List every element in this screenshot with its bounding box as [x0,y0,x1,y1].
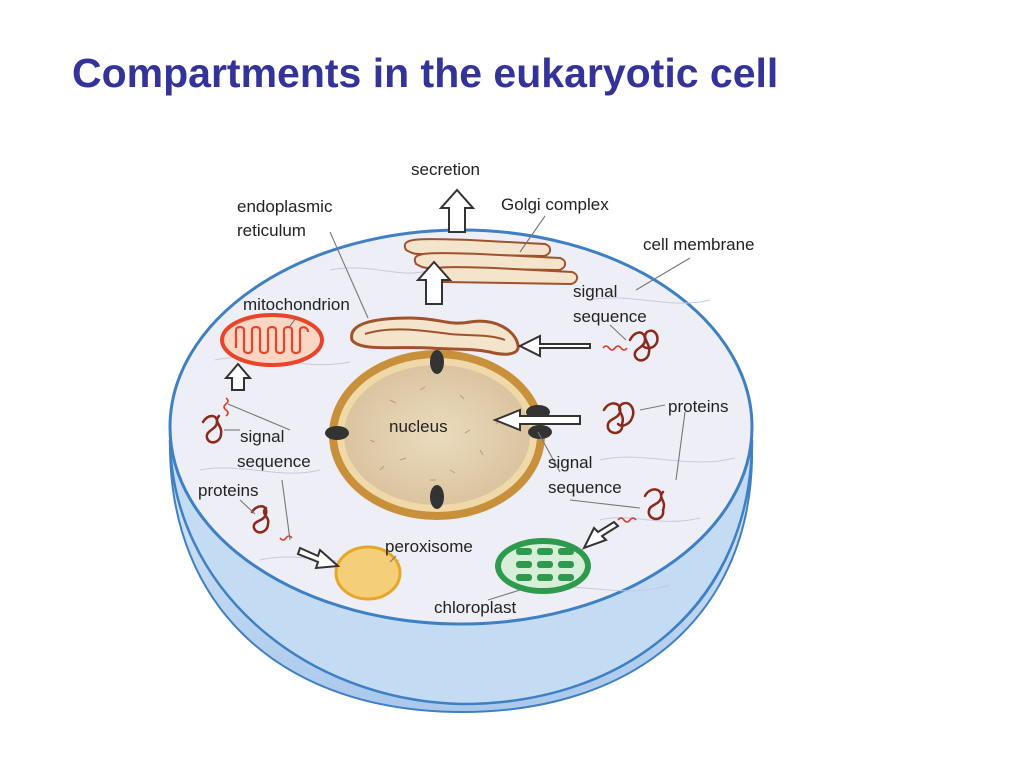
secretion-arrow [438,188,476,233]
protein-chains [201,329,666,534]
mito-import-arrow [223,362,253,391]
label-sequence-left: sequence [237,452,311,471]
golgi-arrow [415,260,453,305]
label-golgi-complex: Golgi complex [501,195,609,214]
label-signal-mid: signal [548,453,592,472]
label-sequence-right: sequence [573,307,647,326]
chloroplast-import-arrow [581,520,620,550]
signal-sequences [223,345,637,541]
label-cell-membrane: cell membrane [643,235,755,254]
label-nucleus: nucleus [389,417,448,436]
chloroplast [495,538,591,594]
protein-coil [628,329,659,362]
label-proteins-right: proteins [668,397,728,416]
nucleus [325,350,552,520]
label-chloroplast: chloroplast [434,598,516,617]
label-sequence-mid: sequence [548,478,622,497]
label-signal-left: signal [240,427,284,446]
protein-coil [250,505,270,534]
label-endoplasmic: endoplasmic [237,197,333,216]
endoplasmic-reticulum [350,316,520,356]
signal-sequence-tail [279,535,293,541]
leader-lines [224,215,691,601]
slide-title: Compartments in the eukaryotic cell [72,50,779,96]
label-peroxisome: peroxisome [385,537,473,556]
protein-coil [602,401,635,435]
label-mitochondrion: mitochondrion [243,295,350,314]
label-proteins-left: proteins [198,481,258,500]
mitochondrion [220,313,324,367]
peroxisome-import-arrow [296,546,341,570]
nucleus-import-arrow [492,408,581,432]
signal-sequence-tail [602,345,628,351]
protein-coil [201,414,223,444]
signal-sequence-tail [617,517,637,523]
peroxisome [334,545,402,601]
er-import-arrow [517,334,591,358]
transport-arrows [223,188,620,570]
label-signal-right: signal [573,282,617,301]
protein-coil [643,488,666,521]
label-secretion: secretion [411,160,480,179]
signal-sequence-tail [223,397,229,417]
labels: secretion Golgi complex endoplasmic reti… [198,160,755,617]
label-reticulum: reticulum [237,221,306,240]
golgi-complex [403,238,579,286]
